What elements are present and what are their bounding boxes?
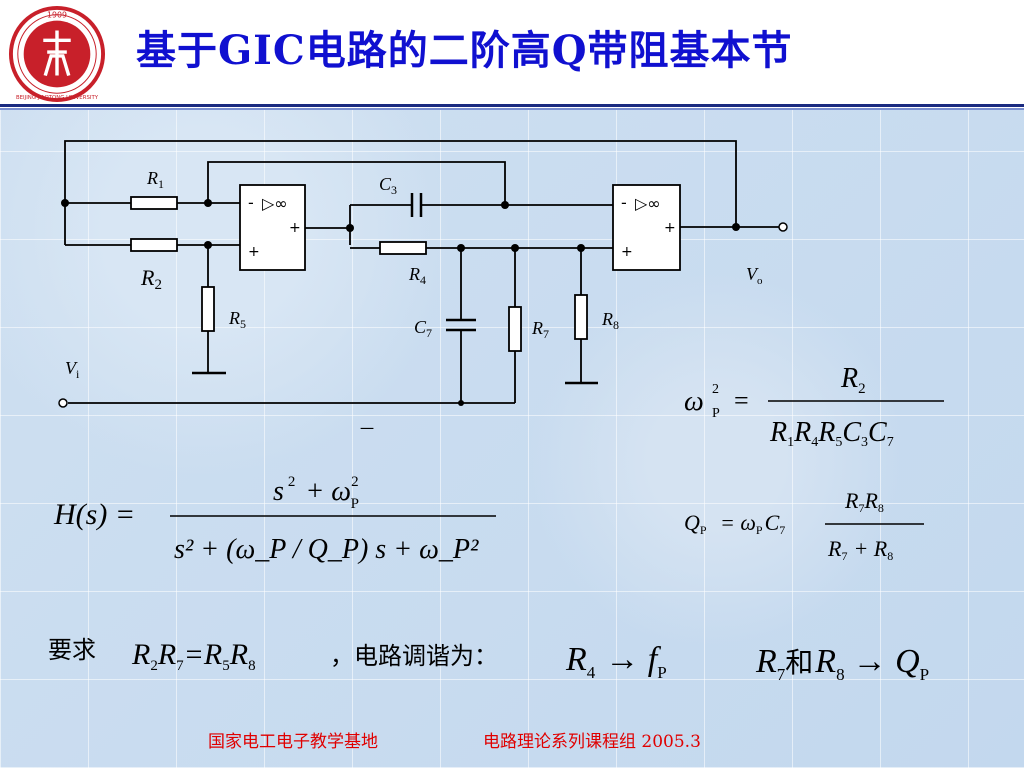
gic-circuit-diagram: - ▷∞ + + - ▷∞ + + R1 R2 R5 C3 R4 C7 R7 R…	[58, 140, 788, 438]
svg-text:R2R7=R5R8: R2R7=R5R8	[131, 638, 256, 674]
requirement-middle: ，电路调谐为：	[330, 642, 498, 670]
label-r2: R2	[140, 265, 162, 293]
svg-text:R4→ fP: R4→ fP	[565, 641, 667, 682]
svg-text:R7和R8→ QP: R7和R8→ QP	[755, 643, 929, 684]
tuning-r4: R4→ fP	[565, 641, 667, 682]
label-r1: R1	[146, 168, 164, 191]
university-logo: 1909 BEIJING JIAOTONG UNIVERSITY	[8, 5, 106, 103]
requirement-prefix: 要求	[48, 636, 96, 664]
requirement-condition: R2R7=R5R8	[131, 638, 256, 674]
omega-sup: 2	[712, 382, 719, 397]
logo-university-name: BEIJING JIAOTONG UNIVERSITY	[16, 95, 99, 101]
numerator: R2	[840, 363, 866, 397]
label-vo: Vo	[746, 264, 763, 287]
vo-terminal	[778, 222, 788, 232]
label-vi: Vi	[65, 358, 80, 381]
opamp1-minus: -	[248, 193, 254, 212]
logo-year: 1909	[47, 11, 67, 20]
resistor-r8	[574, 294, 588, 340]
label-r4: R4	[408, 264, 426, 287]
q-numerator: R7R8	[844, 488, 884, 515]
omega-sub: P	[712, 406, 720, 421]
feedback-wire	[64, 140, 737, 227]
opamp1-plus-in: +	[248, 244, 260, 260]
vi-terminal	[58, 398, 68, 408]
equals: =	[734, 386, 749, 415]
opamp2-plus-in: +	[621, 244, 633, 260]
resistor-r5	[201, 286, 215, 332]
denominator: R1R4R5C3C7	[769, 417, 894, 450]
tuning-r7-r8: R7和R8→ QP	[755, 643, 929, 684]
omega-p-squared-equation: ω 2 P = R2 R1R4R5C3C7	[684, 363, 944, 450]
footer-left: 国家电工电子教学基地	[208, 732, 378, 752]
slide-title: 基于GIC电路的二阶高Q带阻基本节	[136, 27, 793, 74]
opamp2-minus: -	[621, 193, 627, 212]
label-r5: R5	[228, 308, 246, 331]
slide-header: 1909 BEIJING JIAOTONG UNIVERSITY 基于GIC电路…	[0, 0, 1024, 110]
opamp2-symbol: ▷∞	[635, 194, 661, 213]
resistor-r2	[130, 238, 178, 252]
label-r8: R8	[601, 309, 619, 332]
q-denominator: R7+ R8	[827, 536, 893, 563]
q-middle: = ωPC7	[720, 510, 785, 537]
opamp2-plus-out: +	[664, 220, 676, 236]
header-rule-light	[0, 108, 1024, 110]
label-c3: C3	[379, 174, 397, 197]
dash-mark: 一	[360, 422, 374, 438]
opamp-2	[612, 184, 681, 271]
resistor-r7	[508, 306, 522, 352]
h-denominator: s² + (ω_P / Q_P) s + ω_P²	[174, 534, 479, 565]
resistor-r1	[130, 196, 178, 210]
header-rule-dark	[0, 104, 1024, 107]
q-p-equation: QP = ωPC7 R7R8 R7+ R8	[684, 488, 924, 563]
footer-right: 电路理论系列课程组 2005.3	[483, 732, 701, 752]
q-symbol: QP	[684, 510, 707, 537]
h-of-s: H(s) =	[53, 498, 135, 531]
opamp1-plus-out: +	[289, 220, 301, 236]
label-c7: C7	[414, 317, 432, 340]
opamp1-symbol: ▷∞	[262, 194, 288, 213]
omega-symbol: ω	[684, 386, 704, 417]
resistor-r4	[379, 241, 427, 255]
label-r7: R7	[531, 318, 549, 341]
